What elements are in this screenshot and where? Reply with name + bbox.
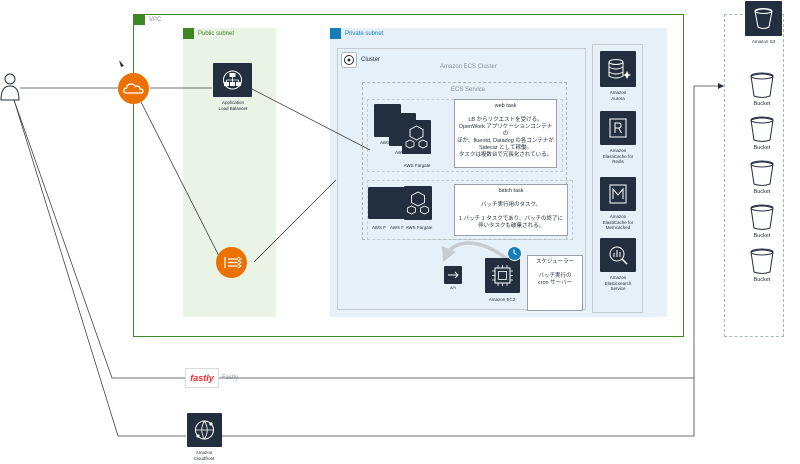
fargate-batch-label: AWS Fargate [405, 225, 433, 230]
aurora-icon [600, 51, 636, 87]
bucket-label: Bucket [753, 189, 771, 195]
aurora-label: Amazon Aurora [609, 90, 627, 101]
ec2-label: Amazon EC2 [488, 297, 516, 302]
cluster-icon [341, 52, 357, 68]
vpc-group [133, 14, 684, 337]
public-subnet-label: Public subnet [198, 31, 235, 37]
fargate-icon [368, 187, 390, 219]
vpc-label: VPC [149, 17, 162, 23]
data-stores-group [592, 44, 643, 313]
alb-icon [213, 63, 252, 97]
fargate-batch-back1-label: AWS F [371, 225, 387, 230]
fargate-batch-back2-label: AWS F [389, 225, 405, 230]
bucket-label: Bucket [753, 145, 771, 151]
elasticsearch-icon [600, 238, 636, 272]
bucket-label: Bucket [753, 101, 771, 107]
elasticache-memcached-icon [600, 177, 636, 211]
clock-icon [507, 246, 522, 261]
ec2-icon [485, 258, 520, 293]
elasticache-memcached-label: Amazon ElastiCache for Memcached [602, 214, 634, 230]
cloudfront-label: Amazon Cloudfront [193, 450, 215, 461]
cloudfront-icon [187, 413, 222, 447]
public-subnet-icon [183, 28, 194, 39]
api-label: API [450, 286, 456, 290]
internet-gateway-icon [118, 73, 149, 104]
scheduler-note: スケジューラー バッチ実行の cron サーバー [527, 255, 583, 311]
web-task-note: web task LB からリクエストを受ける。 OpenWork アプリケーシ… [454, 99, 557, 168]
fargate-web-label: AWS Fargate [403, 163, 431, 168]
vpc-icon [134, 15, 145, 25]
batch-task-group [367, 180, 573, 240]
ecs-cluster-group [337, 48, 586, 310]
private-subnet-label: Private subnet [345, 31, 384, 37]
private-subnet-icon [330, 28, 341, 39]
ecs-cluster-label: Amazon ECS Cluster [440, 64, 497, 70]
fastly-logo: fastly [185, 368, 219, 388]
api-icon [444, 266, 462, 284]
bucket-label: Bucket [753, 233, 771, 239]
elasticache-redis-icon [600, 111, 636, 145]
fargate-icon [402, 120, 431, 154]
bucket-label: Bucket [753, 277, 771, 283]
fargate-icon [404, 186, 432, 220]
ecs-service-label: ECS Service [451, 87, 486, 93]
s3-label: Amazon S3 [751, 39, 776, 44]
s3-icon [745, 1, 782, 36]
fargate-icon [386, 187, 408, 219]
alb-label: Application Load Balancer [218, 100, 248, 111]
batch-task-note: batch task バッチ実行用のタスク。 1 バッチ 1 タスクであり、バッ… [454, 184, 568, 236]
network-load-balancer-icon [216, 247, 247, 278]
fastly-label: Fastly [222, 375, 239, 381]
cluster-label: Cluster [361, 57, 381, 63]
elasticsearch-label: Amazon Elasticsearch Service [604, 275, 632, 291]
elasticache-redis-label: Amazon ElastiCache for Redis [602, 148, 634, 164]
